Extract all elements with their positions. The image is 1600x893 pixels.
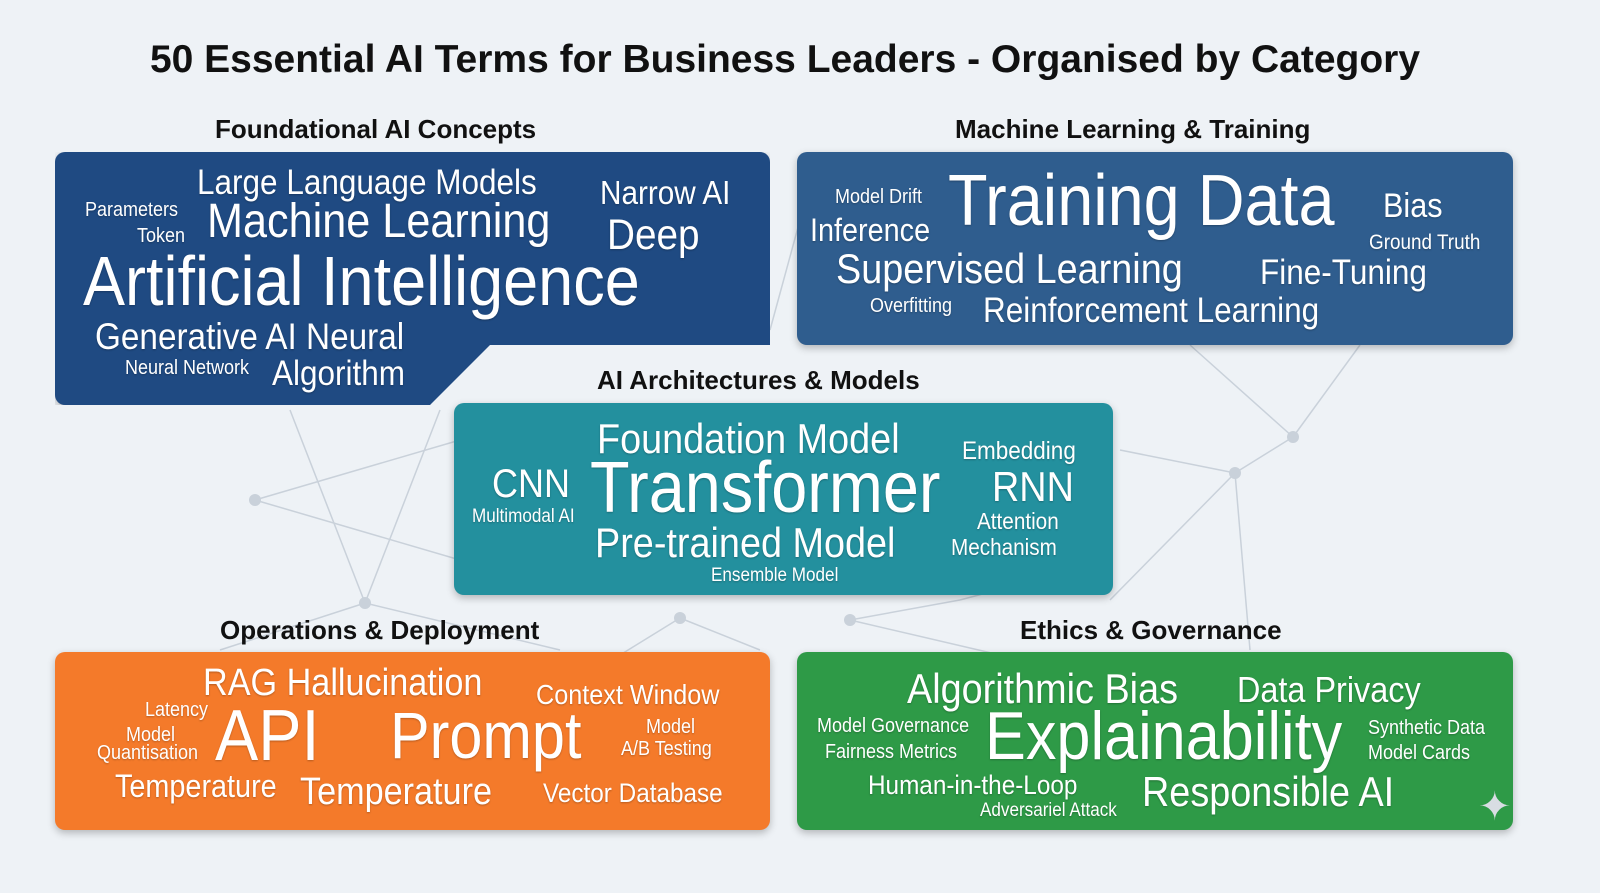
term: Model: [646, 716, 696, 738]
term: Prompt: [390, 698, 582, 772]
term: Deep: [607, 211, 700, 259]
term: Algorithmic Bias: [907, 665, 1178, 712]
heading-foundational: Foundational AI Concepts: [215, 114, 537, 144]
term: Algorithm: [272, 354, 406, 393]
page-title: 50 Essential AI Terms for Business Leade…: [149, 38, 1421, 81]
heading-architectures: AI Architectures & Models: [597, 365, 920, 395]
term: Overfitting: [870, 295, 953, 317]
term: Training Data: [948, 161, 1335, 241]
term: Pre-trained Model: [595, 519, 896, 566]
term: Foundation Model: [597, 415, 900, 462]
sparkle-icon: ✦: [1478, 785, 1512, 829]
term: A/B Testing: [621, 738, 712, 760]
term: Data Privacy: [1237, 669, 1421, 710]
term: Ground Truth: [1369, 231, 1481, 254]
term: Ensemble Model: [711, 565, 839, 586]
term: Artificial Intelligence: [83, 242, 640, 320]
term: Synthetic Data: [1368, 717, 1486, 739]
term: RAG Hallucination: [203, 662, 483, 704]
panel-architectures: [454, 403, 1113, 595]
term: Narrow AI: [600, 174, 731, 211]
term: Human-in-the-Loop: [868, 770, 1078, 800]
heading-operations: Operations & Deployment: [220, 615, 540, 645]
term: Temperature: [300, 771, 492, 813]
term: Reinforcement Learning: [983, 291, 1320, 330]
term: Neural Network: [125, 357, 250, 379]
panel-operations: [55, 652, 770, 830]
term: Bias: [1383, 187, 1443, 225]
term: RNN: [992, 463, 1074, 510]
term: Large Language Models: [197, 163, 537, 202]
term: Parameters: [85, 199, 179, 221]
term: Token: [137, 225, 186, 247]
term: Transformer: [590, 448, 941, 528]
term: Quantisation: [97, 742, 199, 764]
panel-ethics: [797, 652, 1513, 830]
term: Mechanism: [951, 534, 1057, 560]
term: Generative AI Neural: [95, 316, 405, 357]
term: Adversariel Attack: [980, 800, 1117, 821]
term: Responsible AI: [1142, 768, 1395, 815]
term: Model: [126, 724, 176, 746]
term: Vector Database: [543, 778, 723, 808]
term: Temperature: [115, 768, 277, 804]
term: Explainability: [985, 698, 1343, 774]
term: Model Governance: [817, 715, 970, 737]
term: Model Cards: [1368, 742, 1471, 764]
term: Machine Learning: [207, 195, 551, 248]
term: Supervised Learning: [836, 245, 1183, 292]
term: Model Drift: [835, 186, 923, 208]
term: Latency: [145, 699, 209, 721]
term: Embedding: [962, 437, 1076, 465]
term: Inference: [810, 212, 931, 248]
term: Multimodal AI: [472, 506, 575, 527]
term: Context Window: [536, 679, 720, 710]
term: API: [215, 696, 320, 776]
term: Fairness Metrics: [825, 741, 958, 763]
term: Fine-Tuning: [1260, 253, 1427, 292]
heading-ethics: Ethics & Governance: [1020, 615, 1282, 645]
term: CNN: [492, 462, 571, 506]
panel-ml: [797, 152, 1513, 345]
heading-ml: Machine Learning & Training: [955, 114, 1311, 144]
term: Attention: [977, 508, 1059, 534]
